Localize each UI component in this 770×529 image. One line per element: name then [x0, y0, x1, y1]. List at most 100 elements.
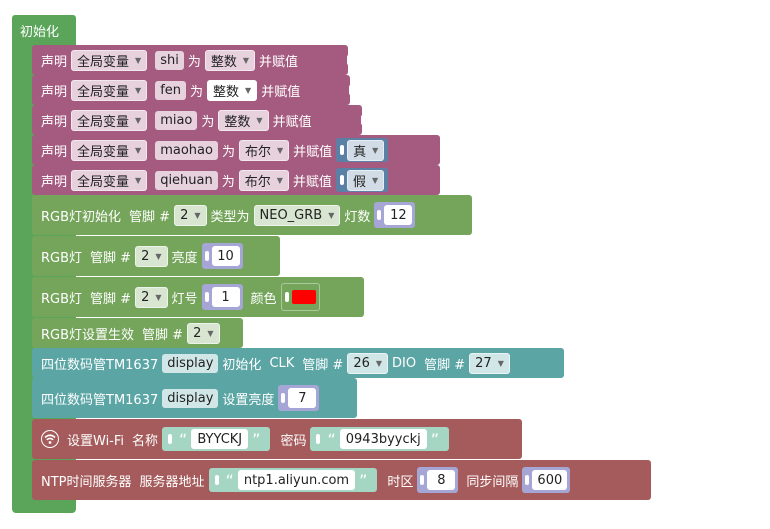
- pin-dropdown[interactable]: 2▼: [135, 286, 168, 308]
- brightness-value[interactable]: 10: [211, 246, 240, 266]
- led-number-value[interactable]: 1: [211, 287, 240, 307]
- chevron-down-icon: ▼: [155, 292, 162, 302]
- password-value[interactable]: 0943byyckj: [339, 429, 427, 449]
- brightness-number-block[interactable]: 10: [201, 243, 243, 269]
- bool-value-block[interactable]: 假▼: [335, 168, 389, 192]
- chevron-down-icon: ▼: [328, 210, 335, 220]
- type-dropdown[interactable]: 布尔▼: [238, 169, 289, 191]
- scope-dropdown[interactable]: 全局变量▼: [71, 169, 148, 191]
- declare-label: 声明: [41, 174, 68, 190]
- timezone-value[interactable]: 8: [427, 470, 456, 490]
- rgb-label: RGB灯: [41, 291, 83, 307]
- var-name-field[interactable]: fen: [155, 80, 187, 100]
- brightness-value[interactable]: 7: [288, 388, 317, 408]
- sync-number-block[interactable]: 600: [522, 467, 571, 493]
- color-label: 颜色: [250, 291, 277, 307]
- scope-dropdown[interactable]: 全局变量▼: [71, 139, 148, 161]
- chevron-down-icon: ▼: [375, 358, 383, 368]
- type-dropdown[interactable]: 整数▼: [218, 109, 269, 131]
- var-block-shi[interactable]: 声明 全局变量▼ shi 为 整数▼ 并赋值: [32, 45, 351, 75]
- brightness-label: 亮度: [171, 250, 198, 266]
- server-text-block[interactable]: “ ntp1.aliyun.com ”: [208, 468, 378, 492]
- init-label: 初始化: [222, 357, 262, 373]
- type-dropdown[interactable]: 整数▼: [204, 49, 255, 71]
- var-name-field[interactable]: shi: [155, 50, 184, 70]
- assign-label: 并赋值: [293, 144, 333, 160]
- bool-value-block[interactable]: 真▼: [336, 138, 389, 162]
- clk-pin-dropdown[interactable]: 26▼: [347, 352, 389, 374]
- color-picker-block[interactable]: [280, 283, 320, 311]
- var-name-field[interactable]: miao: [155, 110, 198, 130]
- var-name-field[interactable]: qiehuan: [155, 170, 218, 190]
- tm1637-brightness-block[interactable]: 四位数码管TM1637 display 设置亮度 7: [32, 378, 357, 418]
- brightness-label: 设置亮度: [222, 392, 275, 408]
- chevron-down-icon: ▼: [242, 55, 249, 65]
- dio-pin-dropdown[interactable]: 27▼: [469, 352, 510, 374]
- var-block-qiehuan[interactable]: 声明 全局变量▼ qiehuan 为 布尔▼ 并赋值 假▼: [32, 165, 440, 195]
- var-block-fen[interactable]: 声明 全局变量▼ fen 为 整数▼ 并赋值: [32, 75, 353, 105]
- brightness-number-block[interactable]: 7: [278, 385, 320, 411]
- scope-dropdown[interactable]: 全局变量▼: [71, 109, 148, 131]
- bool-dropdown[interactable]: 假▼: [346, 169, 385, 191]
- scope-dropdown[interactable]: 全局变量▼: [71, 79, 148, 101]
- chevron-down-icon: ▼: [497, 358, 504, 368]
- chevron-down-icon: ▼: [194, 210, 201, 220]
- wifi-block[interactable]: 设置Wi-Fi 名称 “ BYYCKJ ” 密码 “ 0943byyckj ”: [32, 419, 522, 459]
- color-swatch[interactable]: [291, 290, 316, 304]
- bool-dropdown[interactable]: 真▼: [347, 139, 385, 161]
- pin-label: 管脚 #: [129, 209, 171, 225]
- ntp-label: NTP时间服务器: [41, 474, 132, 490]
- timezone-number-block[interactable]: 8: [417, 467, 459, 493]
- var-block-miao[interactable]: 声明 全局变量▼ miao 为 整数▼ 并赋值: [32, 105, 365, 135]
- close-quote: ”: [252, 429, 261, 449]
- count-number-block[interactable]: 12: [374, 202, 416, 228]
- chevron-down-icon: ▼: [135, 145, 142, 155]
- password-text-block[interactable]: “ 0943byyckj ”: [310, 427, 450, 451]
- declare-label: 声明: [41, 114, 68, 130]
- pin-dropdown[interactable]: 2▼: [135, 245, 168, 267]
- wifi-label: 设置Wi-Fi: [67, 433, 125, 449]
- setup-title: 初始化: [12, 15, 76, 45]
- rgb-color-block[interactable]: RGB灯 管脚 # 2▼ 灯号 1 颜色: [32, 277, 364, 317]
- type-dropdown[interactable]: 整数▼: [207, 79, 258, 101]
- close-quote: ”: [359, 470, 368, 490]
- pin-label: 管脚 #: [142, 327, 184, 343]
- rgb-brightness-block[interactable]: RGB灯 管脚 # 2▼ 亮度 10: [32, 236, 280, 276]
- as-label: 为: [187, 54, 201, 70]
- led-number-block[interactable]: 1: [201, 284, 243, 310]
- clk-label: CLK: [269, 355, 295, 371]
- chevron-down-icon: ▼: [135, 175, 142, 185]
- chevron-down-icon: ▼: [276, 145, 284, 155]
- chevron-down-icon: ▼: [135, 115, 142, 125]
- ssid-label: 名称: [132, 433, 159, 449]
- var-name-field[interactable]: maohao: [155, 140, 218, 160]
- sync-value[interactable]: 600: [532, 470, 568, 490]
- tm1637-init-block[interactable]: 四位数码管TM1637 display 初始化 CLK 管脚 # 26▼ DIO…: [32, 348, 564, 378]
- chevron-down-icon: ▼: [372, 145, 379, 155]
- declare-label: 声明: [41, 84, 68, 100]
- led-type-dropdown[interactable]: NEO_GRB▼: [253, 204, 341, 226]
- type-dropdown[interactable]: 布尔▼: [238, 139, 290, 161]
- chevron-down-icon: ▼: [207, 328, 214, 338]
- scope-dropdown[interactable]: 全局变量▼: [71, 49, 148, 71]
- var-block-maohao[interactable]: 声明 全局变量▼ maohao 为 布尔▼ 并赋值 真▼: [32, 135, 440, 165]
- ssid-text-block[interactable]: “ BYYCKJ ”: [162, 427, 271, 451]
- ssid-value[interactable]: BYYCKJ: [191, 429, 249, 449]
- chevron-down-icon: ▼: [245, 85, 252, 95]
- server-value[interactable]: ntp1.aliyun.com: [237, 470, 356, 490]
- assign-label: 并赋值: [259, 54, 299, 70]
- rgb-init-block[interactable]: RGB灯初始化 管脚 # 2▼ 类型为 NEO_GRB▼ 灯数 12: [32, 195, 472, 235]
- rgb-label: RGB灯: [41, 250, 83, 266]
- value-socket: [347, 55, 351, 65]
- ntp-block[interactable]: NTP时间服务器 服务器地址 “ ntp1.aliyun.com ” 时区 8 …: [32, 460, 651, 500]
- tm1637-label: 四位数码管TM1637: [41, 357, 159, 373]
- pin-dropdown[interactable]: 2▼: [187, 322, 220, 344]
- count-value[interactable]: 12: [384, 205, 413, 225]
- rgb-show-block[interactable]: RGB灯设置生效 管脚 # 2▼: [32, 318, 243, 348]
- display-name-field[interactable]: display: [162, 388, 219, 408]
- display-name-field[interactable]: display: [162, 353, 219, 373]
- wifi-icon: [41, 430, 59, 448]
- as-label: 为: [190, 84, 204, 100]
- pin-dropdown[interactable]: 2▼: [174, 204, 207, 226]
- setup-title-label: 初始化: [20, 24, 60, 40]
